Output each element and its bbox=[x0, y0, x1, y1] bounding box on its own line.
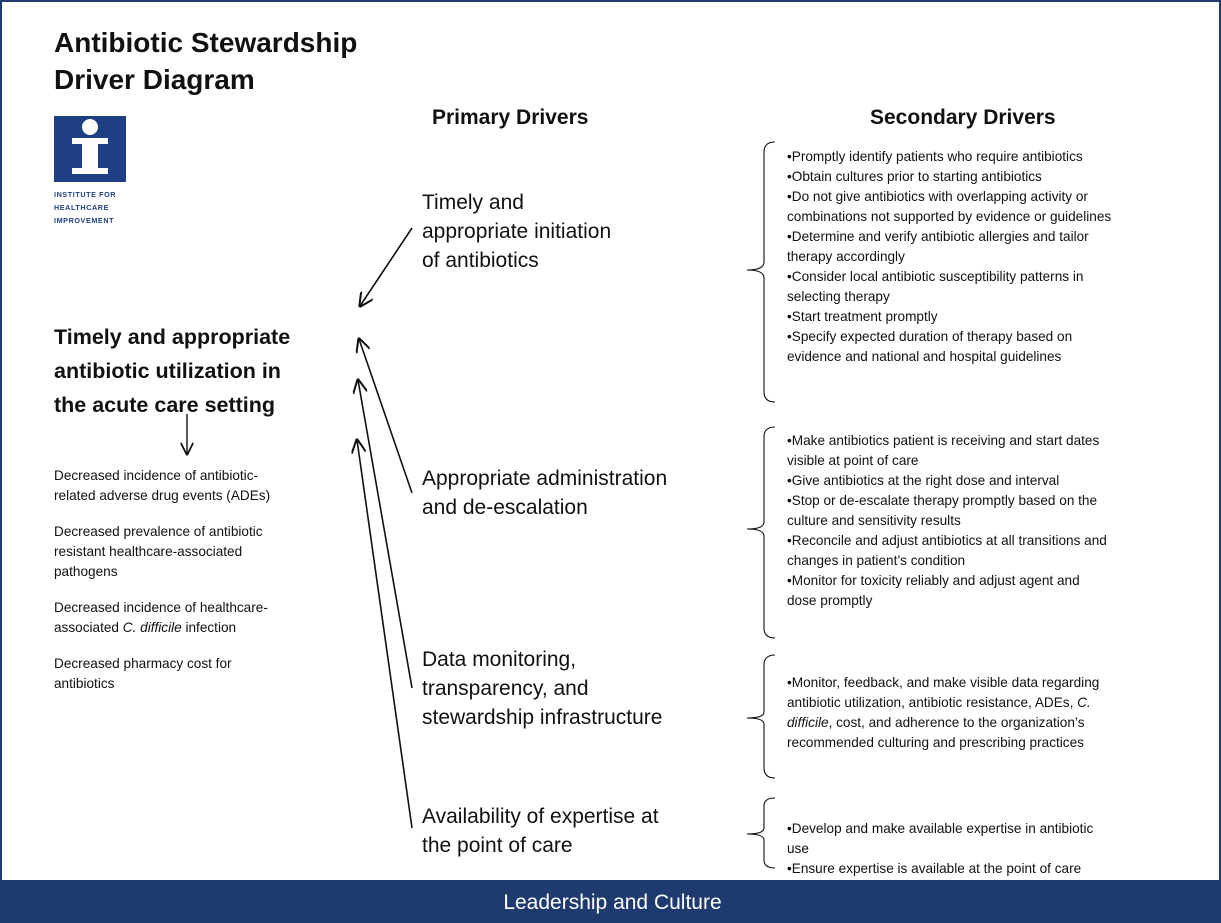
driver-line: Availability of expertise at bbox=[422, 805, 659, 828]
secondary-line: •Start treatment promptly bbox=[787, 309, 938, 324]
driver-line: transparency, and bbox=[422, 677, 589, 700]
secondary-line: antibiotic utilization, antibiotic resis… bbox=[787, 693, 1217, 713]
outcome-line: pathogens bbox=[54, 564, 118, 579]
driver-line: of antibiotics bbox=[422, 249, 539, 272]
organism-name: C. difficile bbox=[122, 620, 182, 635]
driver-line: Appropriate administration bbox=[422, 467, 668, 490]
secondary-line: changes in patient’s condition bbox=[787, 553, 966, 568]
secondary-line: combinations not supported by evidence o… bbox=[787, 209, 1112, 224]
outcome-item: Decreased prevalence of antibiotic resis… bbox=[54, 522, 354, 582]
secondary-text: , cost, and adherence to the organizatio… bbox=[828, 715, 1085, 730]
primary-driver-initiation: Timely and appropriate initiation of ant… bbox=[422, 188, 712, 275]
secondary-line: •Specify expected duration of therapy ba… bbox=[787, 329, 1073, 344]
diagram-title: Antibiotic Stewardship Driver Diagram bbox=[54, 24, 414, 98]
secondary-line: culture and sensitivity results bbox=[787, 513, 961, 528]
secondary-drivers-data-monitoring: •Monitor, feedback, and make visible dat… bbox=[787, 673, 1217, 753]
secondary-line: •Consider local antibiotic susceptibilit… bbox=[787, 269, 1084, 284]
secondary-drivers-administration: •Make antibiotics patient is receiving a… bbox=[787, 431, 1217, 611]
arrow-expertise bbox=[357, 440, 413, 829]
arrow-initiation bbox=[360, 227, 413, 306]
footer-banner: Leadership and Culture bbox=[2, 880, 1221, 923]
logo-wordmark: Institute for Healthcare Improvement bbox=[54, 188, 150, 227]
outcome-line: resistant healthcare-associated bbox=[54, 544, 243, 559]
outcome-text: associated bbox=[54, 620, 123, 635]
secondary-line: selecting therapy bbox=[787, 289, 890, 304]
logo-line-3: Improvement bbox=[54, 216, 115, 225]
driver-line: Data monitoring, bbox=[422, 648, 577, 671]
secondary-line: •Ensure expertise is available at the po… bbox=[787, 861, 1082, 876]
secondary-line: use bbox=[787, 841, 809, 856]
driver-line: appropriate initiation bbox=[422, 220, 612, 243]
outcome-line: Decreased prevalence of antibiotic bbox=[54, 524, 263, 539]
brace-expertise bbox=[746, 797, 776, 869]
outcome-line: Decreased incidence of healthcare- bbox=[54, 600, 268, 615]
brace-data-monitoring bbox=[746, 654, 776, 779]
secondary-line: •Stop or de-escalate therapy promptly ba… bbox=[787, 493, 1098, 508]
secondary-line: recommended culturing and prescribing pr… bbox=[787, 735, 1084, 750]
outcome-measures: Decreased incidence of antibiotic- relat… bbox=[54, 466, 354, 710]
ihi-logo-icon bbox=[54, 116, 126, 182]
primary-driver-expertise: Availability of expertise at the point o… bbox=[422, 802, 732, 860]
logo-line-1: Institute for bbox=[54, 190, 117, 199]
outcome-line: Decreased pharmacy cost for bbox=[54, 656, 232, 671]
secondary-line: •Give antibiotics at the right dose and … bbox=[787, 473, 1060, 488]
brace-administration bbox=[746, 426, 776, 639]
aim-line: antibiotic utilization in bbox=[54, 359, 281, 383]
secondary-line: •Monitor for toxicity reliably and adjus… bbox=[787, 573, 1080, 588]
secondary-drivers-expertise: •Develop and make available expertise in… bbox=[787, 819, 1217, 879]
secondary-line: evidence and national and hospital guide… bbox=[787, 349, 1062, 364]
organism-name: difficile bbox=[787, 715, 829, 730]
secondary-line: •Obtain cultures prior to starting antib… bbox=[787, 169, 1042, 184]
secondary-line: •Monitor, feedback, and make visible dat… bbox=[787, 675, 1100, 690]
aim-statement: Timely and appropriate antibiotic utiliz… bbox=[54, 320, 364, 422]
primary-drivers-header: Primary Drivers bbox=[432, 106, 589, 129]
ihi-logo: Institute for Healthcare Improvement bbox=[54, 116, 150, 227]
secondary-drivers-initiation: •Promptly identify patients who require … bbox=[787, 147, 1217, 367]
organism-name: C. bbox=[1077, 695, 1091, 710]
primary-driver-administration: Appropriate administration and de-escala… bbox=[422, 464, 732, 522]
outcome-item: Decreased pharmacy cost for antibiotics bbox=[54, 654, 354, 694]
secondary-line: •Determine and verify antibiotic allergi… bbox=[787, 229, 1089, 244]
logo-line-2: Healthcare bbox=[54, 203, 109, 212]
secondary-line: difficile, cost, and adherence to the or… bbox=[787, 713, 1217, 733]
outcome-text: infection bbox=[181, 620, 237, 635]
outcome-line: Decreased incidence of antibiotic- bbox=[54, 468, 259, 483]
outcome-item: Decreased incidence of antibiotic- relat… bbox=[54, 466, 354, 506]
secondary-line: •Promptly identify patients who require … bbox=[787, 149, 1083, 164]
driver-line: the point of care bbox=[422, 834, 573, 857]
secondary-text: antibiotic utilization, antibiotic resis… bbox=[787, 695, 1078, 710]
outcome-line: antibiotics bbox=[54, 676, 115, 691]
secondary-line: •Make antibiotics patient is receiving a… bbox=[787, 433, 1100, 448]
brace-initiation bbox=[746, 141, 776, 403]
aim-line: Timely and appropriate bbox=[54, 325, 291, 349]
secondary-drivers-header: Secondary Drivers bbox=[870, 106, 1056, 129]
title-line-1: Antibiotic Stewardship bbox=[54, 27, 358, 58]
arrow-administration bbox=[359, 339, 413, 494]
driver-line: Timely and bbox=[422, 191, 524, 214]
primary-driver-data-monitoring: Data monitoring, transparency, and stewa… bbox=[422, 645, 732, 732]
driver-line: and de-escalation bbox=[422, 496, 588, 519]
secondary-line: therapy accordingly bbox=[787, 249, 905, 264]
outcome-item: Decreased incidence of healthcare- assoc… bbox=[54, 598, 354, 638]
aim-line: the acute care setting bbox=[54, 393, 276, 417]
secondary-line: •Do not give antibiotics with overlappin… bbox=[787, 189, 1088, 204]
secondary-line: dose promptly bbox=[787, 593, 873, 608]
driver-line: stewardship infrastructure bbox=[422, 706, 663, 729]
secondary-line: •Develop and make available expertise in… bbox=[787, 821, 1094, 836]
secondary-line: visible at point of care bbox=[787, 453, 919, 468]
outcome-line: related adverse drug events (ADEs) bbox=[54, 488, 271, 503]
title-line-2: Driver Diagram bbox=[54, 64, 255, 95]
secondary-line: •Reconcile and adjust antibiotics at all… bbox=[787, 533, 1107, 548]
arrow-data-monitoring bbox=[358, 380, 413, 689]
outcome-line: associated C. difficile infection bbox=[54, 618, 354, 638]
